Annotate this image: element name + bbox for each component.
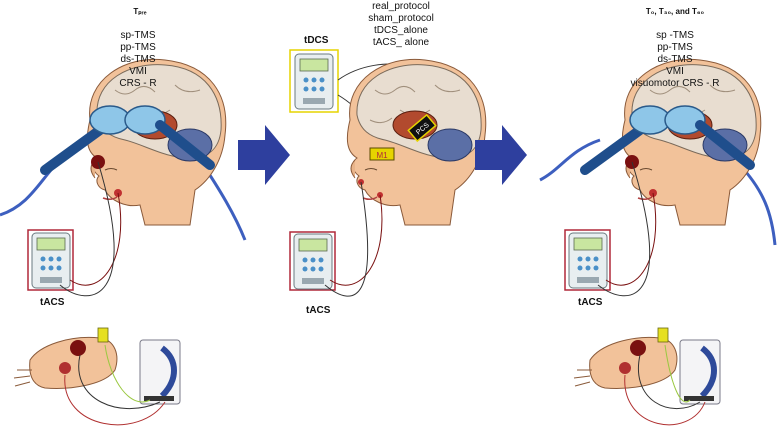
- panel1-measures: sp-TMS pp-TMS ds-TMS VMI CRS - R: [108, 30, 168, 90]
- tacs-device-box: [27, 229, 74, 291]
- head-illustration: [346, 58, 487, 226]
- tacs-device-icon: [568, 232, 608, 289]
- pcs-electrode: PCS: [407, 113, 437, 143]
- coil-cable-left: [539, 138, 601, 182]
- measure-item: ds-TMS: [120, 54, 156, 65]
- stimulator-icon: [140, 340, 180, 404]
- tacs-label: tACS: [40, 297, 65, 308]
- hand-illustration: [573, 327, 678, 389]
- tdcs-device-icon: [294, 53, 334, 110]
- m1-electrode-label: M1: [376, 151, 388, 160]
- tdcs-device-box: [289, 49, 339, 113]
- measure-item: ds-TMS: [657, 54, 693, 65]
- measure-item: pp-TMS: [120, 42, 156, 53]
- protocol-item: tACS_ alone: [372, 37, 430, 48]
- hand-illustration: [13, 327, 118, 389]
- protocol-item: real_protocol: [372, 1, 430, 12]
- measure-item: pp-TMS: [657, 42, 693, 53]
- tacs-device-box: [564, 229, 611, 291]
- measure-item: VMI: [666, 66, 684, 77]
- stimulator-icon: [680, 340, 720, 404]
- measure-item: visuomotor CRS - R: [630, 78, 720, 89]
- arrow-icon: [475, 125, 527, 185]
- panel2-protocols: real_protocol sham_protocol tDCS_alone t…: [356, 1, 446, 49]
- panel3-measures: sp -TMS pp-TMS ds-TMS VMI visuomotor CRS…: [620, 30, 730, 90]
- tacs-device-icon: [293, 233, 333, 290]
- m1-electrode: [369, 147, 395, 161]
- tacs-label: tACS: [306, 305, 331, 316]
- panel1-art: [0, 58, 247, 426]
- panel2-art: M1 PCS: [289, 49, 487, 297]
- measure-item: sp -TMS: [656, 30, 694, 41]
- protocol-item: tDCS_alone: [374, 25, 428, 36]
- panel3-art: [539, 58, 777, 426]
- protocol-item: sham_protocol: [368, 13, 434, 24]
- tdcs-label: tDCS: [304, 35, 329, 46]
- tacs-device-box: [289, 231, 336, 291]
- measure-item: CRS - R: [119, 78, 157, 89]
- tacs-device-icon: [31, 232, 71, 289]
- panel3-title: T₀, T₃₀, and T₆₀: [645, 7, 705, 16]
- panel1-title: Tₚᵣₑ: [133, 7, 147, 16]
- tacs-label: tACS: [578, 297, 603, 308]
- measure-item: sp-TMS: [120, 30, 156, 41]
- arrow-icon: [238, 125, 290, 185]
- measure-item: VMI: [129, 66, 147, 77]
